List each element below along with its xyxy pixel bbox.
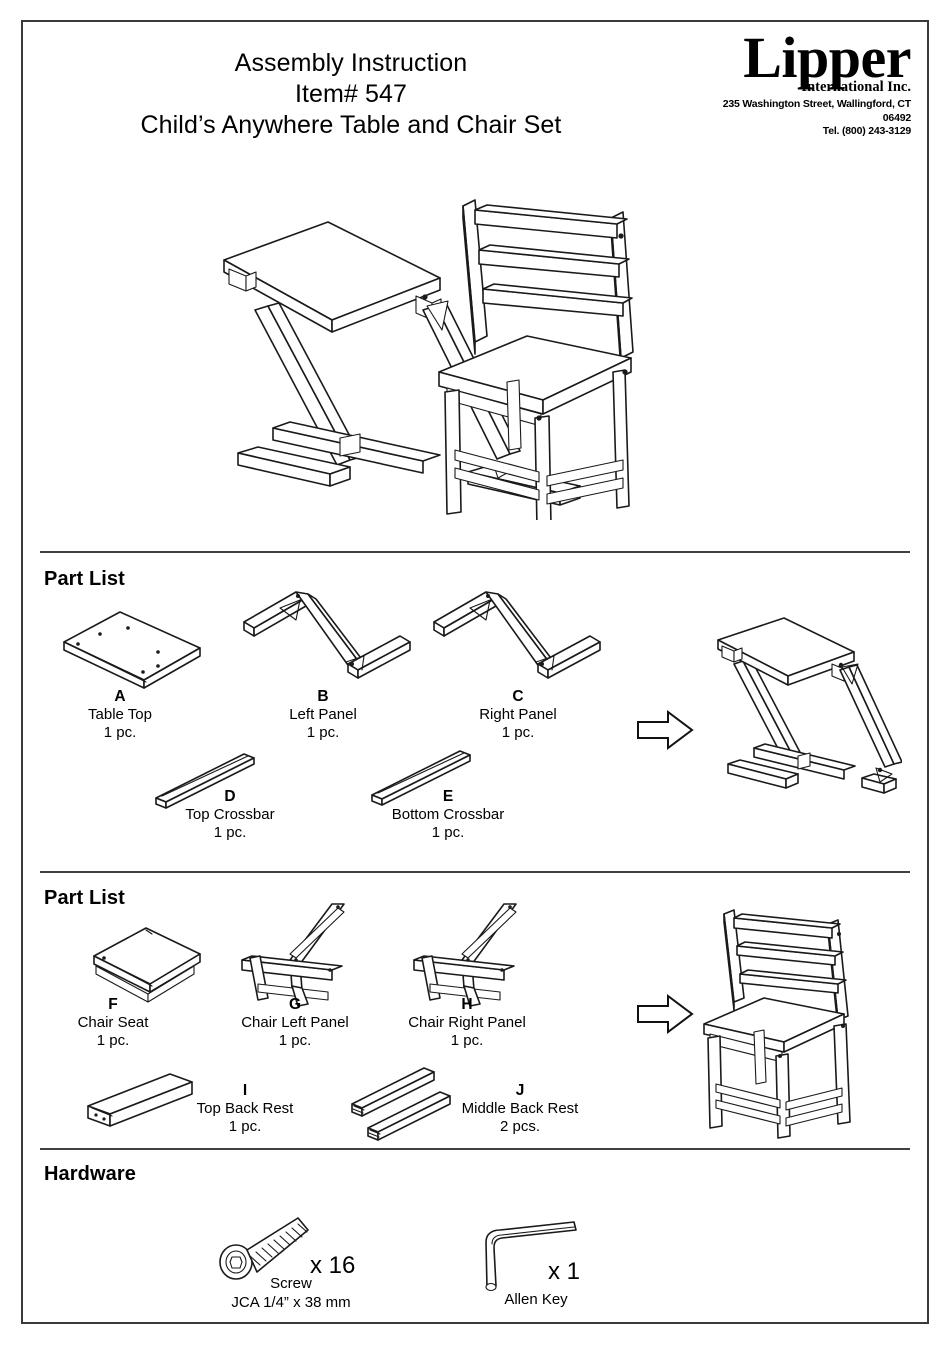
divider-section-1	[40, 551, 910, 553]
part-a-drawing	[58, 600, 218, 692]
part-h-letter: H	[461, 996, 473, 1013]
part-b-name: Left Panel	[289, 706, 357, 723]
allen-key-label: Allen Key	[456, 1290, 616, 1309]
part-f-label: F Chair Seat 1 pc.	[48, 996, 178, 1050]
part-f-drawing	[60, 920, 210, 1005]
screw-name: Screw	[270, 1275, 312, 1292]
part-a-qty: 1 pc.	[103, 724, 137, 741]
part-j-label: J Middle Back Rest 2 pcs.	[420, 1082, 620, 1136]
part-d-label: D Top Crossbar 1 pc.	[140, 788, 320, 842]
part-b-label: B Left Panel 1 pc.	[248, 688, 398, 742]
part-j-drawing	[348, 1062, 458, 1142]
screw-spec: JCA 1/4” x 38 mm	[231, 1294, 351, 1311]
result-arrow-1-icon	[634, 708, 696, 752]
logo-brand-text: Lipper	[743, 25, 911, 90]
screw-icon	[216, 1216, 316, 1286]
part-h-label: H Chair Right Panel 1 pc.	[372, 996, 562, 1050]
part-g-letter: G	[288, 996, 302, 1013]
screw-count: x 16	[310, 1252, 356, 1279]
divider-hardware	[40, 1148, 910, 1150]
screw-label: Screw JCA 1/4” x 38 mm	[196, 1274, 386, 1312]
part-h-name: Chair Right Panel	[408, 1014, 526, 1031]
part-h-qty: 1 pc.	[450, 1032, 484, 1049]
part-a-letter: A	[114, 688, 126, 705]
part-f-qty: 1 pc.	[96, 1032, 130, 1049]
part-f-name: Chair Seat	[77, 1014, 149, 1031]
section-2-heading: Part List	[44, 887, 125, 909]
part-c-label: C Right Panel 1 pc.	[438, 688, 598, 742]
title-line-1: Assembly Instruction	[234, 49, 468, 77]
part-g-name: Chair Left Panel	[241, 1014, 349, 1031]
part-j-qty: 2 pcs.	[499, 1118, 541, 1135]
title-line-3: Child’s Anywhere Table and Chair Set	[140, 111, 562, 139]
part-b-letter: B	[317, 688, 329, 705]
part-c-drawing	[428, 578, 608, 688]
part-i-label: I Top Back Rest 1 pc.	[155, 1082, 335, 1136]
assembled-table-drawing	[712, 612, 902, 827]
part-f-letter: F	[108, 996, 118, 1013]
part-d-letter: D	[224, 788, 236, 805]
result-arrow-2-icon	[634, 992, 696, 1036]
document-header: Assembly Instruction Item# 547 Child’s A…	[21, 25, 929, 165]
part-j-name: Middle Back Rest	[461, 1100, 579, 1117]
logo-address-text: 235 Washington Street, Wallingford, CT 0…	[722, 98, 911, 124]
allen-key-icon	[474, 1218, 584, 1298]
part-d-drawing	[152, 748, 262, 810]
title-line-2: Item# 547	[294, 80, 408, 108]
hero-illustration	[180, 170, 650, 520]
part-i-drawing	[82, 1068, 197, 1130]
hardware-heading: Hardware	[44, 1163, 136, 1185]
logo-phone-text: Tel. (800) 243-3129	[822, 125, 911, 137]
part-e-drawing	[368, 745, 478, 807]
assembled-chair-drawing	[700, 900, 900, 1140]
part-g-label: G Chair Left Panel 1 pc.	[200, 996, 390, 1050]
part-a-label: A Table Top 1 pc.	[62, 688, 178, 742]
part-b-qty: 1 pc.	[306, 724, 340, 741]
part-d-name: Top Crossbar	[185, 806, 275, 823]
part-a-name: Table Top	[88, 706, 152, 723]
allen-key-name: Allen Key	[504, 1291, 568, 1308]
section-1-heading: Part List	[44, 568, 125, 590]
part-b-drawing	[238, 578, 418, 688]
page-border	[21, 20, 929, 1324]
hero-chair-drawing	[438, 199, 634, 520]
part-j-letter: J	[515, 1082, 525, 1099]
part-e-letter: E	[442, 788, 454, 805]
company-logo: Lipper International Inc. 235 Washington…	[701, 25, 912, 139]
part-e-label: E Bottom Crossbar 1 pc.	[348, 788, 548, 842]
part-h-drawing	[400, 898, 530, 1008]
divider-section-2	[40, 871, 910, 873]
part-g-qty: 1 pc.	[278, 1032, 312, 1049]
part-i-letter: I	[242, 1082, 248, 1099]
part-c-qty: 1 pc.	[501, 724, 535, 741]
part-d-qty: 1 pc.	[213, 824, 247, 841]
part-e-qty: 1 pc.	[431, 824, 465, 841]
part-i-name: Top Back Rest	[196, 1100, 294, 1117]
document-title: Assembly Instruction Item# 547 Child’s A…	[21, 48, 681, 141]
part-c-name: Right Panel	[479, 706, 557, 723]
logo-subtitle-text: International Inc.	[801, 79, 911, 95]
part-c-letter: C	[512, 688, 524, 705]
allen-key-count: x 1	[548, 1258, 581, 1285]
hero-table-drawing	[223, 221, 581, 506]
part-i-qty: 1 pc.	[228, 1118, 262, 1135]
part-g-drawing	[228, 898, 358, 1008]
part-e-name: Bottom Crossbar	[391, 806, 505, 823]
